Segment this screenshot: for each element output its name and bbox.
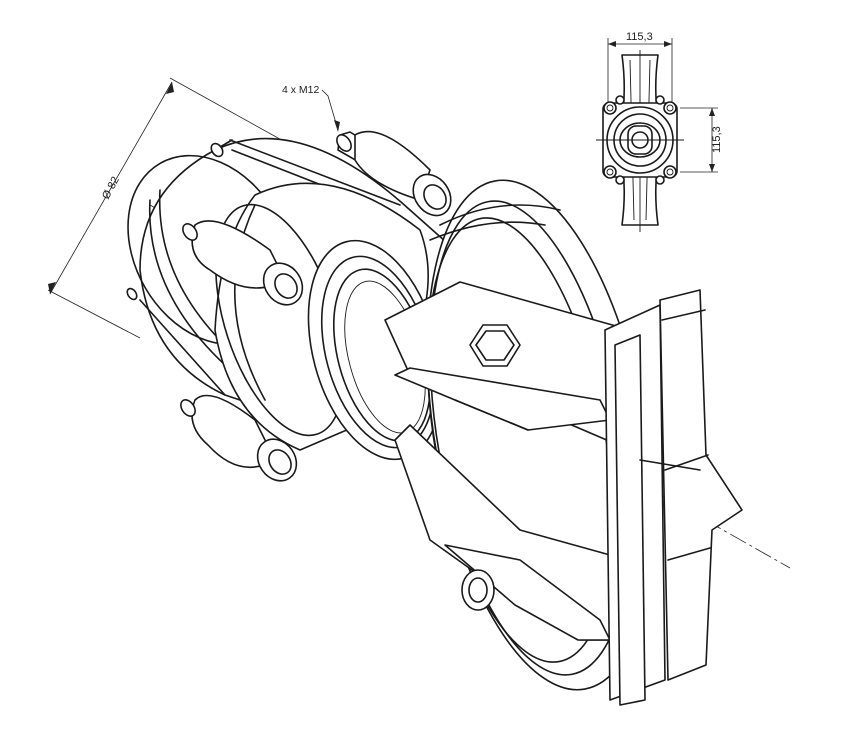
stud-left-lower (180, 394, 298, 482)
diameter-label: Ø 82 (100, 175, 122, 202)
bolt-callout-label: 4 x M12 (282, 84, 320, 96)
hex-bolt-lower (461, 569, 495, 611)
stud-back (126, 142, 224, 301)
fork-bracket (384, 281, 743, 706)
stud-left-upper (182, 220, 304, 306)
inset-height-label: 115,3 (711, 126, 723, 153)
inset-width-label: 115,3 (626, 31, 653, 43)
inset-corner-bolts (603, 95, 677, 185)
stud-top (336, 130, 452, 217)
hex-bolt-upper (469, 324, 521, 367)
inset-front-view: 115,3 115,3 (596, 31, 723, 232)
bolt-callout: 4 x M12 (282, 84, 340, 132)
